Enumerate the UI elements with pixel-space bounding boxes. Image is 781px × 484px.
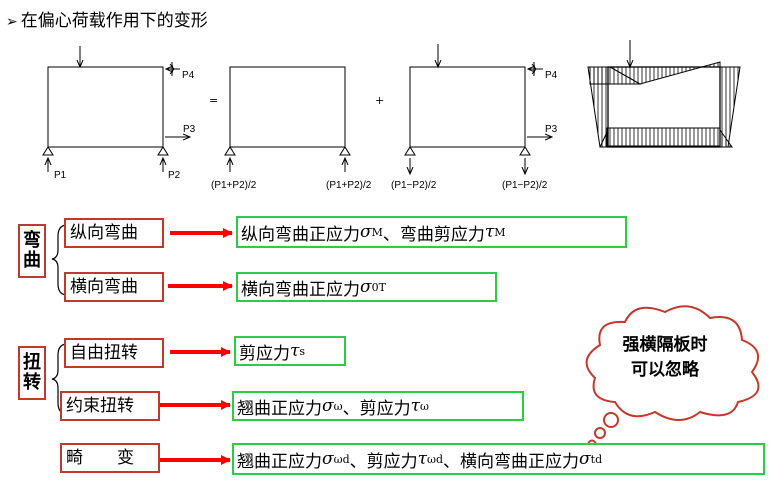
right-support-icon: [519, 146, 531, 156]
thought-cloud: [585, 305, 760, 449]
frame3-right-label: (P1−P2)/2: [502, 180, 548, 191]
frame1-p2-label: P2: [168, 170, 181, 181]
p4-support-icon: [531, 62, 537, 76]
brace-torsion: [51, 343, 67, 415]
frame-2: [224, 66, 351, 172]
plus-sign: +: [375, 94, 385, 107]
red-arrows: [160, 228, 233, 465]
p4-support-icon: [169, 62, 175, 76]
frame1-p3-label: P3: [183, 124, 196, 135]
bending-group-label: 弯曲: [18, 224, 46, 278]
frame3-p3-label: P3: [545, 124, 558, 135]
brace-bending: [51, 224, 67, 296]
callout-text: 强横隔板时 可以忽略: [622, 335, 708, 380]
frame-3: [404, 44, 552, 174]
frame2-left-label: (P1+P2)/2: [211, 180, 257, 191]
frame3-p4-label: P4: [545, 70, 558, 81]
frame3-left-label: (P1−P2)/2: [391, 180, 437, 191]
left-support-icon: [42, 146, 54, 156]
frame1-p1-label: P1: [54, 170, 67, 181]
restrained-torsion-box: 约束扭转: [60, 391, 160, 421]
equals-sign: =: [209, 94, 219, 107]
bullet-arrow-icon: ➢: [6, 14, 18, 30]
distortion-box: 畸变: [60, 443, 160, 473]
left-support-icon: [224, 146, 236, 156]
longitudinal-bending-box: 纵向弯曲: [64, 218, 164, 248]
torsion-group-label: 扭转: [18, 346, 46, 400]
frame1-p4-label: P4: [182, 70, 195, 81]
frame-1: [42, 46, 190, 172]
left-support-icon: [404, 146, 416, 156]
frame2-right-label: (P1+P2)/2: [326, 180, 372, 191]
transverse-bending-box: 横向弯曲: [64, 272, 164, 302]
title-text: 在偏心荷载作用下的变形: [20, 11, 208, 31]
right-support-icon: [339, 146, 351, 156]
right-support-icon: [157, 146, 169, 156]
warping-stress-diagram: [587, 40, 741, 148]
slide-title: ➢在偏心荷载作用下的变形: [6, 6, 208, 31]
free-torsion-box: 自由扭转: [64, 338, 164, 368]
